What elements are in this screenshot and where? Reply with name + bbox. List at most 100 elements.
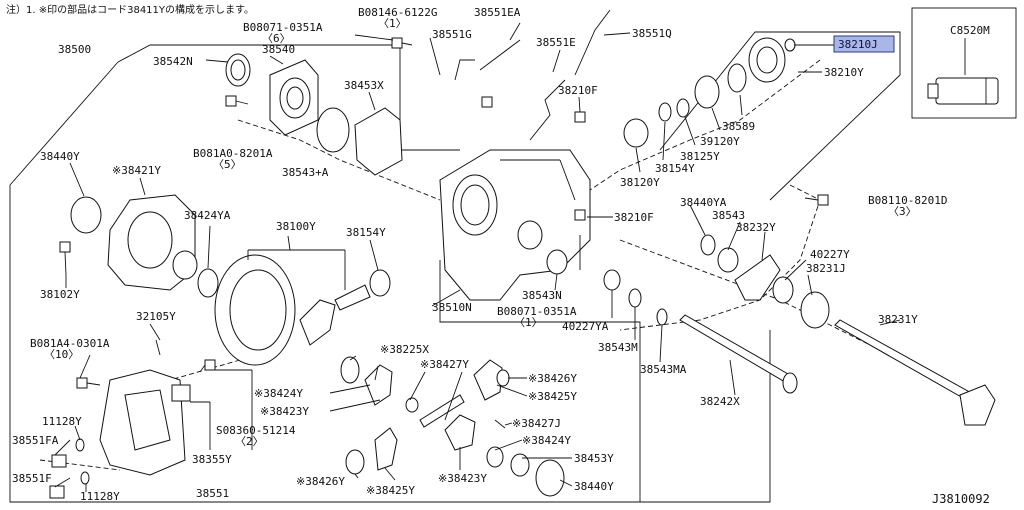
breather-hose-assembly[interactable] [454,9,611,141]
label-38100Y[interactable]: 38100Y [276,220,316,233]
shaft-38242X[interactable] [679,314,798,394]
label-38440YA[interactable]: 38440YA [680,196,727,209]
label-08071-0351A-top[interactable]: B08071-0351A [243,21,323,34]
label-38210Y[interactable]: 38210Y [824,66,864,79]
plug-38210F-mid[interactable] [574,209,586,221]
o-ring-38543M[interactable] [628,288,642,308]
label-38543A[interactable]: 38543+A [282,166,329,179]
stud-32105Y[interactable] [155,339,161,356]
label-C8520M[interactable]: C8520M [950,24,990,37]
plug-38210F-top[interactable] [574,111,586,123]
label-38232Y[interactable]: 38232Y [736,221,776,234]
label-38424Y-left[interactable]: ※38424Y [254,387,303,400]
o-ring-38543N[interactable] [546,249,568,275]
label-38210F-mid[interactable]: 38210F [614,211,654,224]
label-38453Y[interactable]: 38453Y [574,452,614,465]
label-38427J[interactable]: ※38427J [512,417,561,430]
washer-11128Y-bottom[interactable] [80,471,90,485]
label-38423Y-bottom[interactable]: ※38423Y [438,472,487,485]
bolt-081A0-8201A[interactable] [225,95,249,107]
plug-38551FA[interactable] [51,454,67,468]
label-38500[interactable]: 38500 [58,43,91,56]
label-38425Y-right[interactable]: ※38425Y [528,390,577,403]
label-11128Y-top[interactable]: 11128Y [42,415,82,428]
label-40227Y[interactable]: 40227Y [810,248,850,261]
label-38543N[interactable]: 38543N [522,289,562,302]
label-38120Y[interactable]: 38120Y [620,176,660,189]
side-shaft-38231Y[interactable] [834,319,996,426]
label-38231Y[interactable]: 38231Y [878,313,918,326]
label-08110-8201D[interactable]: B08110-8201D [868,194,947,207]
label-38543[interactable]: 38543 [712,209,745,222]
label-32105Y[interactable]: 32105Y [136,310,176,323]
washer-40227YA[interactable] [603,269,621,291]
rear-cover-38355Y[interactable] [99,369,186,476]
bolt-081A4-0301A[interactable] [76,377,101,389]
label-38543M[interactable]: 38543M [598,341,638,354]
label-38421Y[interactable]: ※38421Y [112,164,161,177]
label-38424Y-right[interactable]: ※38424Y [522,434,571,447]
side-flange-assembly-right[interactable] [700,234,830,329]
ring-gear-pinion-38100Y[interactable] [214,254,371,366]
o-ring-38543A[interactable] [316,107,350,153]
label-38424YA[interactable]: 38424YA [184,209,231,222]
differential-carrier-38510N[interactable] [439,149,591,301]
label-08360-51214[interactable]: S08360-51214 [216,424,296,437]
label-38540[interactable]: 38540 [262,43,295,56]
label-40227YA[interactable]: 40227YA [562,320,609,333]
label-11128Y-bottom[interactable]: 11128Y [80,490,120,503]
label-38510N[interactable]: 38510N [432,301,472,314]
label-38453X[interactable]: 38453X [344,79,384,92]
label-38551F[interactable]: 38551F [12,472,52,485]
label-38425Y-bottom[interactable]: ※38425Y [366,484,415,497]
differential-case-38421Y[interactable] [107,194,198,291]
label-38225X[interactable]: ※38225X [380,343,429,356]
selected-part-highlight[interactable] [833,35,895,53]
label-38551EA[interactable]: 38551EA [474,6,521,19]
label-38210F-top[interactable]: 38210F [558,84,598,97]
pinion-bearing-stack[interactable] [623,37,796,148]
washer-11128Y-top[interactable] [75,438,85,452]
label-38551Q[interactable]: 38551Q [632,27,672,40]
washer-38424YA[interactable] [197,268,219,298]
side-flange-38540[interactable] [269,59,319,136]
label-38426Y-bottom[interactable]: ※38426Y [296,475,345,488]
bolt-08071-0351A-top[interactable] [391,37,413,49]
label-38154Y-top[interactable]: 38154Y [655,162,695,175]
label-39120Y[interactable]: 39120Y [700,135,740,148]
label-08071-0351A-mid[interactable]: B08071-0351A [497,305,577,318]
differential-gear-set[interactable] [340,356,565,497]
label-081A4-0301A[interactable]: B081A4-0301A [30,337,110,350]
label-38231J[interactable]: 38231J [806,262,846,275]
label-08146-6122G[interactable]: B08146-6122G [358,6,437,19]
gasket-38453X[interactable] [354,107,403,176]
label-38551[interactable]: 38551 [196,487,229,500]
washer-38154Y-mid[interactable] [369,269,391,297]
o-ring-38543MA[interactable] [656,308,668,326]
label-38551E[interactable]: 38551E [536,36,576,49]
label-38551FA[interactable]: 38551FA [12,434,59,447]
label-38543MA[interactable]: 38543MA [640,363,687,376]
label-38551G[interactable]: 38551G [432,28,472,41]
label-38542N[interactable]: 38542N [153,55,193,68]
label-38427Y[interactable]: ※38427Y [420,358,469,371]
label-38426Y-right[interactable]: ※38426Y [528,372,577,385]
label-38210J[interactable]: 38210J [838,38,878,51]
oil-seal-38542N[interactable] [225,53,251,87]
label-38423Y-left[interactable]: ※38423Y [260,405,309,418]
label-38440Y-bottom[interactable]: 38440Y [574,480,614,493]
bolt-38102Y[interactable] [59,241,71,276]
plate-38355Y[interactable] [171,384,191,402]
label-38154Y-mid[interactable]: 38154Y [346,226,386,239]
bearing-38440Y-left[interactable] [70,196,102,234]
label-38125Y[interactable]: 38125Y [680,150,720,163]
label-38589[interactable]: 38589 [722,120,755,133]
label-081A0-8201A[interactable]: B081A0-8201A [193,147,273,160]
bolt-08110-8201D[interactable] [804,194,829,206]
label-38242X[interactable]: 38242X [700,395,740,408]
plug-38551F[interactable] [49,485,65,499]
selected-part-38210J[interactable]: 38210J [833,35,895,53]
label-38355Y[interactable]: 38355Y [192,453,232,466]
bolt-08360-51214[interactable] [199,359,216,373]
label-38440Y-left[interactable]: 38440Y [40,150,80,163]
